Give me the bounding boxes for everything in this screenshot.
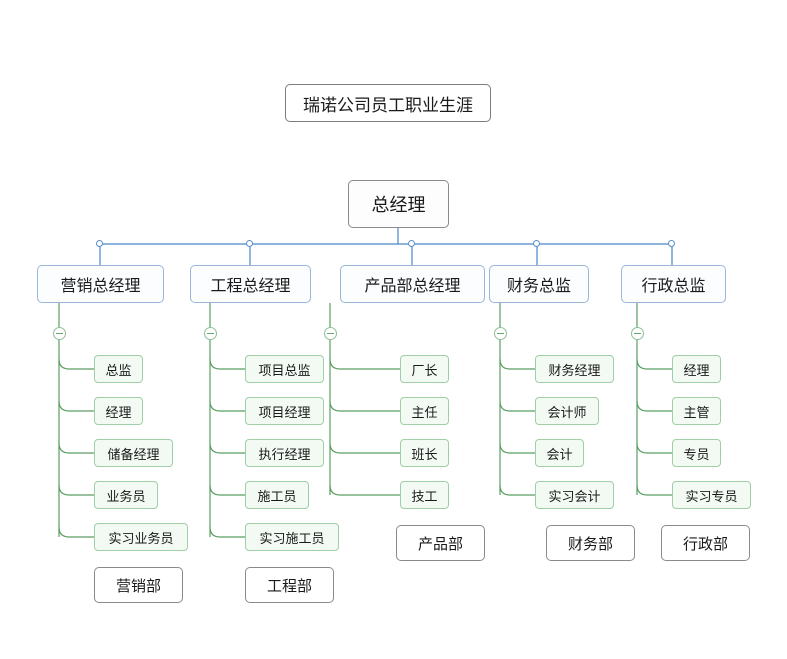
- node-role[interactable]: 项目总监: [245, 355, 324, 383]
- node-role[interactable]: 实习施工员: [245, 523, 339, 551]
- connector-joint: [246, 240, 253, 247]
- collapse-toggle-product[interactable]: [324, 327, 337, 340]
- node-role[interactable]: 会计师: [535, 397, 599, 425]
- node-department-product[interactable]: 产品部: [396, 525, 485, 561]
- chart-title: 瑞诺公司员工职业生涯: [285, 84, 491, 122]
- node-role[interactable]: 实习会计: [535, 481, 614, 509]
- node-department-admin[interactable]: 行政部: [661, 525, 750, 561]
- node-role[interactable]: 主管: [672, 397, 721, 425]
- node-role[interactable]: 专员: [672, 439, 721, 467]
- node-role[interactable]: 班长: [400, 439, 449, 467]
- collapse-toggle-finance[interactable]: [494, 327, 507, 340]
- collapse-toggle-admin[interactable]: [631, 327, 644, 340]
- node-role[interactable]: 业务员: [94, 481, 158, 509]
- node-department-engineering[interactable]: 工程部: [245, 567, 334, 603]
- collapse-toggle-marketing[interactable]: [53, 327, 66, 340]
- node-role[interactable]: 技工: [400, 481, 449, 509]
- node-branch-head-engineering[interactable]: 工程总经理: [190, 265, 311, 303]
- node-role[interactable]: 主任: [400, 397, 449, 425]
- node-role[interactable]: 经理: [672, 355, 721, 383]
- node-department-marketing[interactable]: 营销部: [94, 567, 183, 603]
- node-role[interactable]: 执行经理: [245, 439, 324, 467]
- node-role[interactable]: 实习业务员: [94, 523, 188, 551]
- node-role[interactable]: 总监: [94, 355, 143, 383]
- node-branch-head-marketing[interactable]: 营销总经理: [37, 265, 164, 303]
- node-role[interactable]: 项目经理: [245, 397, 324, 425]
- connector-joint: [533, 240, 540, 247]
- node-general-manager[interactable]: 总经理: [348, 180, 449, 228]
- node-role[interactable]: 厂长: [400, 355, 449, 383]
- node-role[interactable]: 财务经理: [535, 355, 614, 383]
- node-branch-head-finance[interactable]: 财务总监: [489, 265, 589, 303]
- node-branch-head-product[interactable]: 产品部总经理: [340, 265, 485, 303]
- connector-joint: [408, 240, 415, 247]
- node-branch-head-admin[interactable]: 行政总监: [621, 265, 726, 303]
- node-department-finance[interactable]: 财务部: [546, 525, 635, 561]
- collapse-toggle-engineering[interactable]: [204, 327, 217, 340]
- node-role[interactable]: 经理: [94, 397, 143, 425]
- node-role[interactable]: 施工员: [245, 481, 309, 509]
- connector-joint: [668, 240, 675, 247]
- connector-joint: [96, 240, 103, 247]
- node-role[interactable]: 储备经理: [94, 439, 173, 467]
- node-role[interactable]: 实习专员: [672, 481, 751, 509]
- node-role[interactable]: 会计: [535, 439, 584, 467]
